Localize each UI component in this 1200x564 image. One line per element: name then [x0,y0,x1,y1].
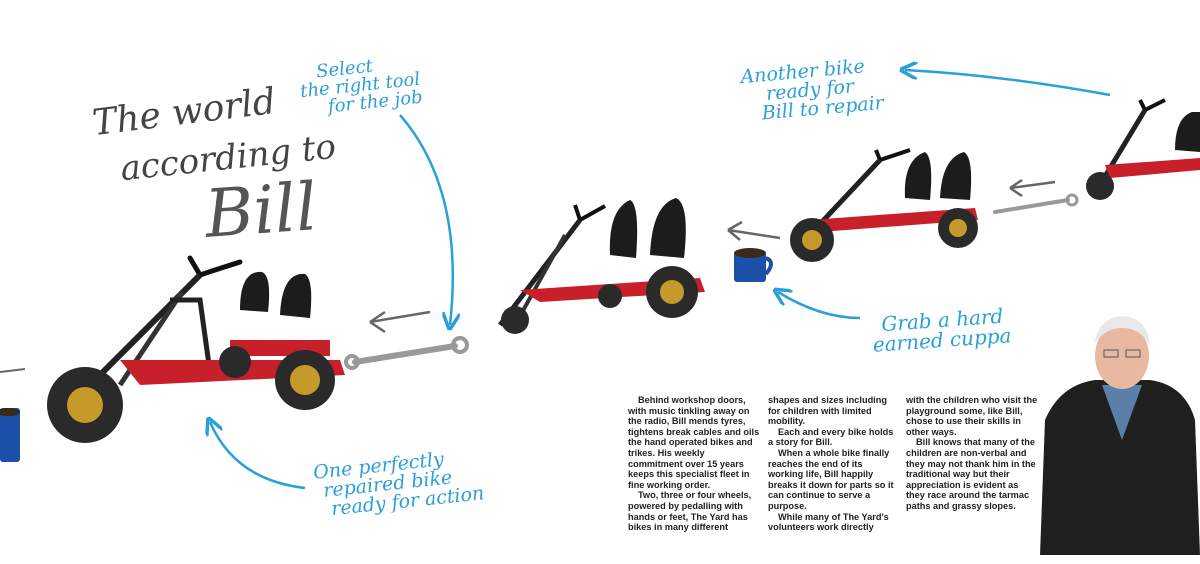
article-paragraph: Bill knows that many of the children are… [906,437,1036,511]
annotation-tool: Select the right tool for the job [299,53,423,118]
blue-arrow-icon [905,70,1111,97]
title-line-3: Bill [202,168,320,253]
grey-arrow-icon [1009,178,1056,198]
mug-icon-left [0,408,20,462]
grey-arrow-icon [0,368,26,373]
article-paragraph: Behind workshop doors, with music tinkli… [628,395,760,490]
article-paragraph: shapes and sizes including for children … [768,395,887,427]
blue-arrow-icon [778,292,861,320]
article-paragraph: When a whole bike finally reaches the en… [768,447,894,511]
grey-arrow-icon [727,220,781,241]
mug-icon-middle [734,248,773,282]
annotation-bike: Another bike ready for Bill to repair [740,55,885,125]
grey-arrow-icon [369,310,431,334]
trike-icon-front [47,255,345,443]
trike-icon-partial [1086,98,1200,200]
article-column-1: Behind workshop doors, with music tinkli… [628,395,760,533]
wrench-icon [344,336,469,370]
wrench-icon [993,193,1079,214]
article-paragraph: Two, three or four wheels, powered by pe… [628,490,752,533]
article-column-2: shapes and sizes including for children … [768,395,900,533]
article-column-3: with the children who visit the playgrou… [906,395,1038,512]
article-paragraph: Each and every bike holds a story for Bi… [768,426,894,448]
blue-arrow-icon [210,422,306,490]
trike-icon-back [790,148,978,262]
article-paragraph: While many of The Yard's volunteers work… [768,511,889,533]
blue-arrow-icon [399,114,453,325]
article-paragraph: with the children who visit the playgrou… [906,395,1038,437]
annotation-cuppa: Grab a hard earned cuppa [871,304,1012,357]
trike-icon-middle [498,198,705,334]
portrait-photo [1040,316,1200,555]
